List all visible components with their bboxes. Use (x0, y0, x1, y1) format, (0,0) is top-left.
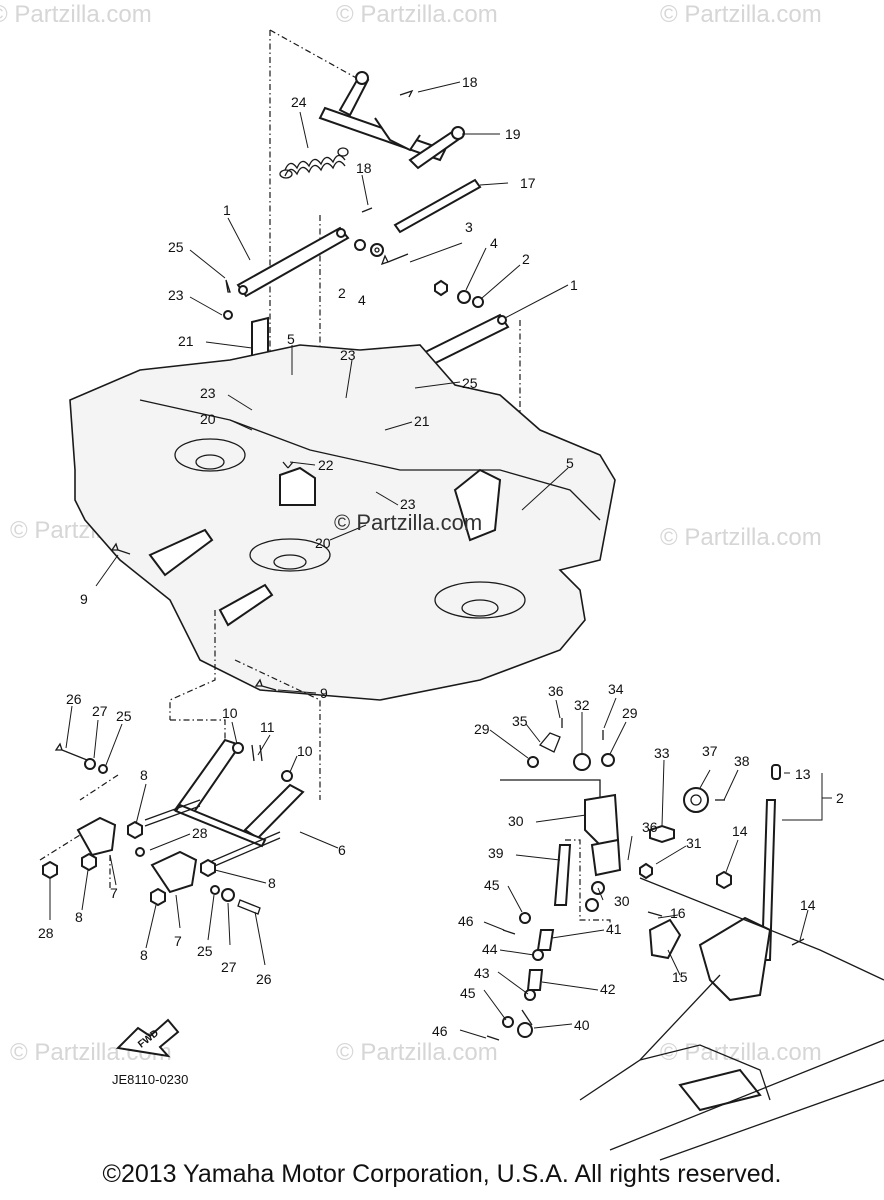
callout-29-bottom: 28 (38, 925, 54, 941)
callout-17: 17 (520, 175, 536, 191)
callout-31-left: 29 (474, 721, 490, 737)
callout-5-right: 5 (566, 455, 574, 471)
callout-3: 3 (465, 219, 473, 235)
spring (279, 147, 349, 179)
callout-6: 6 (338, 842, 346, 858)
callout-1-right: 1 (570, 277, 578, 293)
callout-21-left: 20 (200, 411, 216, 427)
forward-arrow-icon: FWD (115, 1018, 180, 1058)
callout-37: 35 (512, 713, 528, 729)
callout-16: 16 (670, 905, 686, 921)
callout-33: 31 (686, 835, 702, 851)
drawing-code: JE8110-0230 (112, 1072, 188, 1087)
callout-38-top: 36 (548, 683, 564, 699)
callout-48-top: 46 (458, 913, 474, 929)
callout-34: 32 (574, 697, 590, 713)
callout-26-bottom: 25 (197, 943, 213, 959)
callout-25-right: 25 (462, 375, 478, 391)
callout-15: 15 (672, 969, 688, 985)
callout-26-top: 25 (116, 708, 132, 724)
callout-8-top: 8 (140, 767, 148, 783)
callout-27-top: 27 (92, 703, 108, 719)
callout-14-right: 14 (800, 897, 816, 913)
callout-36: 34 (608, 681, 624, 697)
callout-21-right: 20 (315, 535, 331, 551)
callout-23: 22 (318, 457, 334, 473)
callout-10-left: 10 (222, 705, 238, 721)
callout-47-top: 45 (484, 877, 500, 893)
callout-31-right: 29 (622, 705, 638, 721)
callout-40: 38 (734, 753, 750, 769)
callout-8-left: 8 (75, 909, 83, 925)
callout-25-left: 25 (168, 239, 184, 255)
callout-2-right: 2 (522, 251, 530, 267)
watermark-mid-right: © Partzilla.com (660, 524, 822, 551)
callout-8-bottom: 8 (140, 947, 148, 963)
callout-19: 19 (505, 126, 521, 142)
callout-42: 40 (574, 1017, 590, 1033)
callout-27-bottom: 27 (221, 959, 237, 975)
callout-24: 24 (291, 94, 307, 110)
callout-48-bottom: 46 (432, 1023, 448, 1039)
callout-7-bottom: 7 (174, 933, 182, 949)
callout-10-right: 10 (297, 743, 313, 759)
callout-20-left: 21 (178, 333, 194, 349)
callout-28-bottom: 26 (256, 971, 272, 987)
callout-32: 30 (614, 893, 630, 909)
callout-43: 41 (606, 921, 622, 937)
callout-41: 39 (488, 845, 504, 861)
callout-30: 30 (508, 813, 524, 829)
copyright-notice: ©2013 Yamaha Motor Corporation, U.S.A. A… (102, 1160, 782, 1188)
callout-4-left: 4 (358, 292, 366, 308)
callout-45: 43 (474, 965, 490, 981)
callout-29-mid: 28 (192, 825, 208, 841)
callout-18: 18 (356, 160, 372, 176)
callout-46: 44 (482, 941, 498, 957)
callout-28-top: 26 (66, 691, 82, 707)
mower-deck (69, 344, 616, 800)
callout-22-center: 23 (340, 347, 356, 363)
callout-20-right: 21 (414, 413, 430, 429)
leader-lines (49, 81, 832, 1039)
callout-labels: 18 19 17 24 18 1 25 23 21 5 23 20 23 3 2… (38, 74, 844, 1039)
callout-9-right: 9 (320, 685, 328, 701)
watermark-top-center: © Partzilla.com (336, 1, 498, 28)
callout-5-left: 5 (287, 331, 295, 347)
callout-35: 33 (654, 745, 670, 761)
callout-47-bottom: 45 (460, 985, 476, 1001)
lift-lever-assembly (486, 718, 884, 1161)
watermark-top-left: © Partzilla.com (0, 1, 152, 28)
callout-2-lever: 2 (836, 790, 844, 806)
watermark-bottom-center: © Partzilla.com (336, 1039, 498, 1066)
callout-14-top: 14 (732, 823, 748, 839)
callout-22-right: 23 (400, 496, 416, 512)
callout-4-right: 4 (490, 235, 498, 251)
callout-38-mid: 36 (642, 819, 658, 835)
deck-hitch-assembly (39, 719, 305, 915)
callout-2-left: 2 (338, 285, 346, 301)
callout-13: 13 (795, 766, 811, 782)
callout-9-left: 9 (80, 591, 88, 607)
callout-39: 37 (702, 743, 718, 759)
callout-7-left: 7 (110, 885, 118, 901)
callout-22-left: 23 (168, 287, 184, 303)
callout-1-left: 1 (223, 202, 231, 218)
callout-11: 11 (260, 719, 275, 735)
watermark-top-right: © Partzilla.com (660, 1, 822, 28)
watermark-center: © Partzilla.com (334, 510, 482, 535)
callout-22-mid: 23 (200, 385, 216, 401)
callout-44: 42 (600, 981, 616, 997)
callout-18-top: 18 (462, 74, 478, 90)
callout-8-right: 8 (268, 875, 276, 891)
